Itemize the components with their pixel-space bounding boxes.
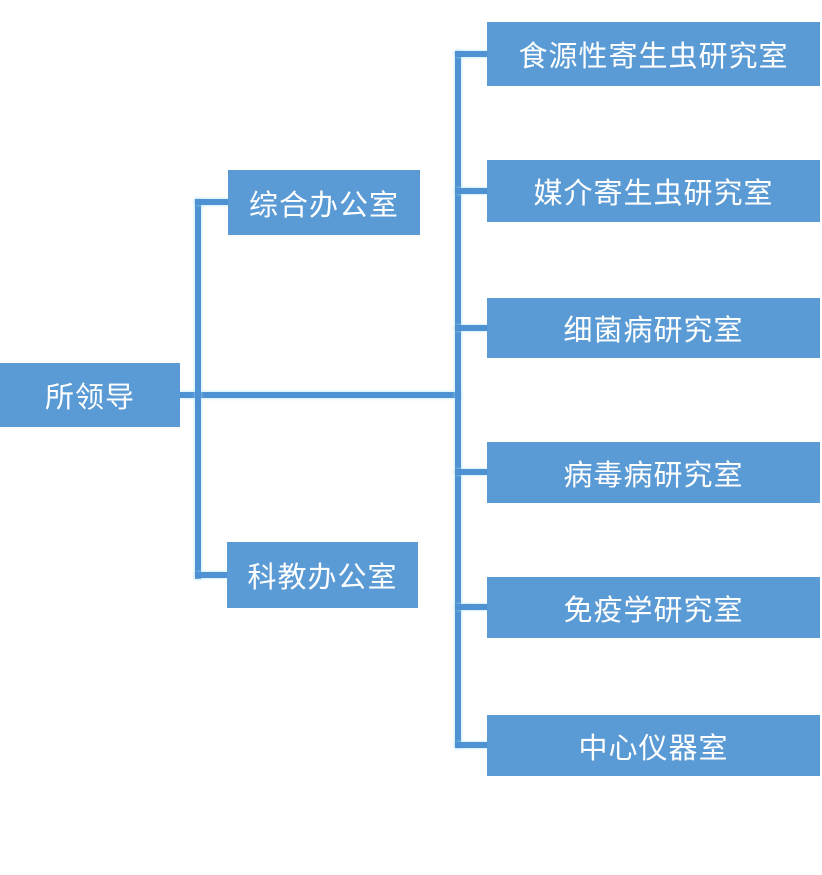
connector-stub-viral-disease-lab — [455, 469, 488, 475]
node-institute-leadership: 所领导 — [0, 363, 180, 427]
node-institute-leadership-label: 所领导 — [44, 382, 135, 414]
node-vector-parasite-lab-label: 媒介寄生虫研究室 — [533, 178, 774, 210]
connector-stub-foodborne-parasite-lab — [455, 51, 488, 57]
connector-left-branch-vertical — [195, 199, 201, 579]
connector-stub-vector-parasite-lab — [455, 188, 488, 194]
node-foodborne-parasite-lab-label: 食源性寄生虫研究室 — [518, 41, 789, 73]
connector-right-branch-vertical — [455, 51, 461, 748]
node-science-education-office: 科教办公室 — [227, 542, 418, 608]
node-science-education-office-label: 科教办公室 — [247, 562, 398, 594]
connector-stub-science-education-office — [195, 572, 228, 578]
node-central-instrument-room-label: 中心仪器室 — [578, 732, 729, 765]
node-vector-parasite-lab: 媒介寄生虫研究室 — [487, 160, 820, 222]
node-general-office: 综合办公室 — [228, 170, 420, 235]
node-bacterial-disease-lab-label: 细菌病研究室 — [563, 315, 744, 347]
node-bacterial-disease-lab: 细菌病研究室 — [487, 298, 820, 358]
node-viral-disease-lab: 病毒病研究室 — [487, 442, 820, 503]
connector-stub-bacterial-disease-lab — [455, 325, 488, 331]
connector-stub-general-office — [195, 199, 229, 205]
node-general-office-label: 综合办公室 — [248, 189, 399, 222]
node-viral-disease-lab-label: 病毒病研究室 — [563, 459, 744, 492]
connector-stub-central-instrument-room — [455, 742, 488, 748]
node-central-instrument-room: 中心仪器室 — [487, 715, 820, 776]
connector-root-horizontal — [180, 392, 461, 398]
connector-stub-immunology-lab — [455, 604, 488, 610]
node-immunology-lab: 免疫学研究室 — [487, 577, 820, 638]
node-foodborne-parasite-lab: 食源性寄生虫研究室 — [487, 22, 820, 86]
node-immunology-lab-label: 免疫学研究室 — [563, 594, 744, 627]
